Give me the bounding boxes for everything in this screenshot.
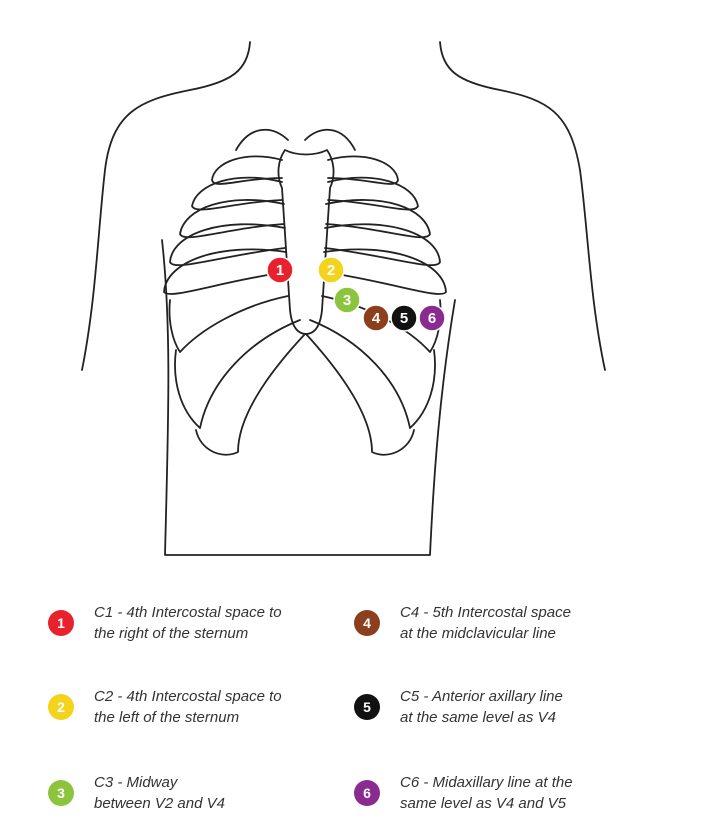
legend-badge-5: 5 bbox=[354, 694, 380, 720]
torso-outline bbox=[81, 41, 251, 371]
legend-line-2: the left of the sternum bbox=[94, 709, 240, 726]
electrode-marker-6 bbox=[418, 304, 446, 332]
legend-description-3: C3 - Midway between V2 and V4 bbox=[94, 772, 344, 814]
legend-line-1: C6 - Midaxillary line at the bbox=[400, 774, 573, 791]
electrode-marker-2 bbox=[317, 256, 345, 284]
legend-line-2: at the midclavicular line bbox=[400, 625, 556, 642]
legend-item-2: 2 C2 - 4th Intercostal space to the left o… bbox=[48, 686, 348, 736]
legend-line-2: same level as V4 and V5 bbox=[400, 795, 566, 812]
legend-description-2: C2 - 4th Intercostal space to the left of… bbox=[94, 686, 344, 728]
electrode-marker-label-3: 3 bbox=[343, 292, 351, 309]
legend-item-6: 6 C6 - Midaxillary line at the same level … bbox=[354, 772, 654, 822]
electrode-marker-label-6: 6 bbox=[428, 310, 436, 327]
legend-badge-1: 1 bbox=[48, 610, 74, 636]
electrode-marker-label-4: 4 bbox=[372, 310, 381, 327]
electrode-marker-label-1: 1 bbox=[276, 262, 284, 279]
legend-description-6: C6 - Midaxillary line at the same level a… bbox=[400, 772, 650, 814]
legend-badge-6: 6 bbox=[354, 780, 380, 806]
legend-line-1: C3 - Midway bbox=[94, 774, 178, 791]
legend-item-3: 3 C3 - Midway between V2 and V4 bbox=[48, 772, 348, 822]
legend-line-1: C1 - 4th Intercostal space to bbox=[94, 604, 282, 621]
electrode-marker-label-2: 2 bbox=[327, 262, 335, 279]
legend-description-1: C1 - 4th Intercostal space to the right o… bbox=[94, 602, 344, 644]
legend-line-2: between V2 and V4 bbox=[94, 795, 225, 812]
sternum bbox=[277, 149, 335, 335]
legend-item-4: 4 C4 - 5th Intercostal space at the midcla… bbox=[354, 602, 654, 652]
legend-badge-4: 4 bbox=[354, 610, 380, 636]
legend-description-5: C5 - Anterior axillary line at the same l… bbox=[400, 686, 650, 728]
legend-item-5: 5 C5 - Anterior axillary line at the same … bbox=[354, 686, 654, 736]
legend-line-1: C5 - Anterior axillary line bbox=[400, 688, 563, 705]
electrode-marker-4 bbox=[362, 304, 390, 332]
legend-badge-2: 2 bbox=[48, 694, 74, 720]
legend-badge-3: 3 bbox=[48, 780, 74, 806]
legend-line-1: C2 - 4th Intercostal space to bbox=[94, 688, 282, 705]
legend-line-2: at the same level as V4 bbox=[400, 709, 556, 726]
legend-line-2: the right of the sternum bbox=[94, 625, 249, 642]
electrode-marker-3 bbox=[333, 286, 361, 314]
legend-description-4: C4 - 5th Intercostal space at the midclav… bbox=[400, 602, 650, 644]
electrode-marker-1 bbox=[266, 256, 294, 284]
electrode-marker-label-5: 5 bbox=[400, 310, 408, 327]
legend-item-1: 1 C1 - 4th Intercostal space to the right … bbox=[48, 602, 348, 652]
electrode-marker-5 bbox=[390, 304, 418, 332]
legend-line-1: C4 - 5th Intercostal space bbox=[400, 604, 571, 621]
